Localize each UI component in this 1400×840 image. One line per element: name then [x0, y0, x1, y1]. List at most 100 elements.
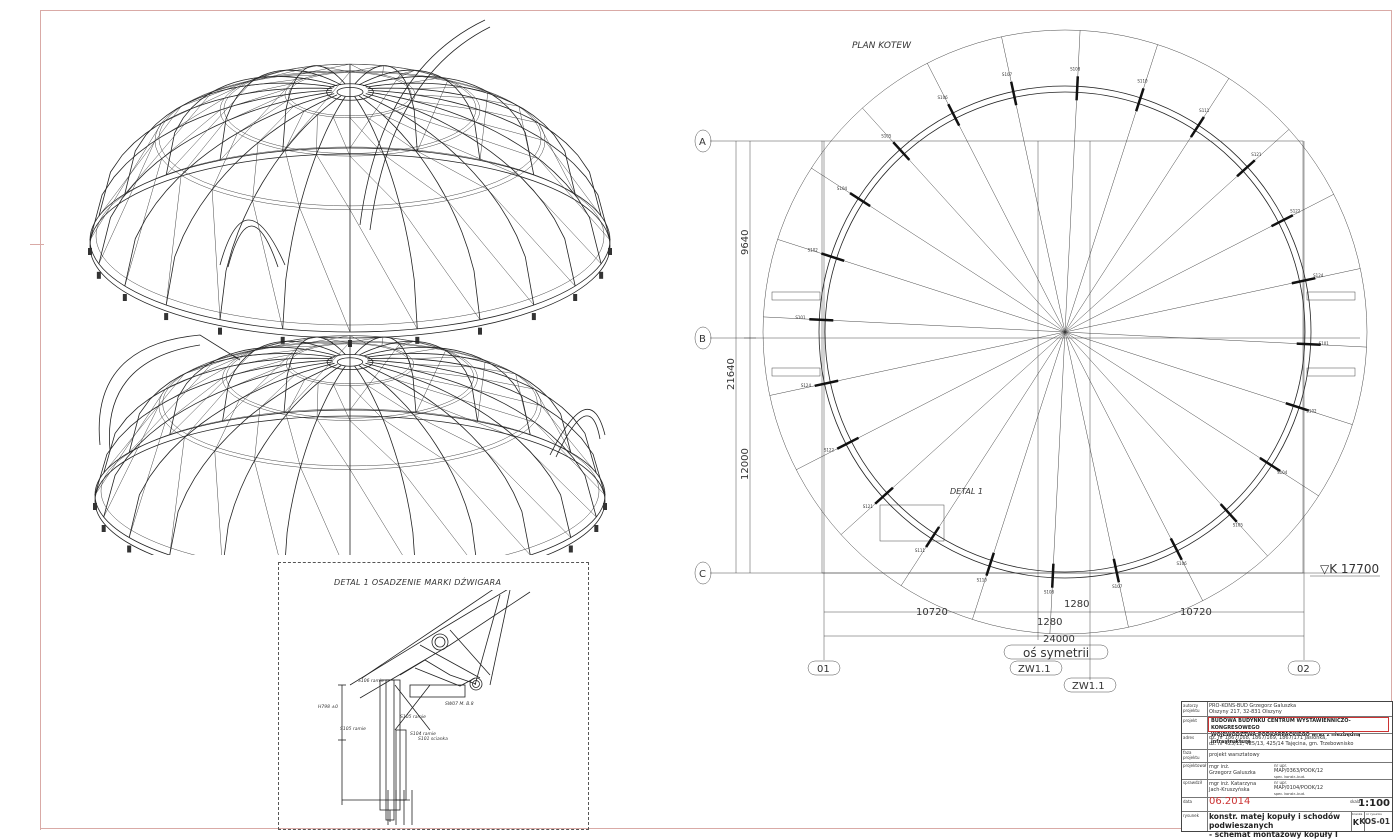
detail-1-frame — [278, 562, 589, 830]
dome-brace — [316, 114, 318, 155]
dome-anchor-foot — [127, 545, 132, 553]
dome-brace — [300, 335, 351, 345]
dome-brace — [395, 70, 416, 79]
dome-brace — [124, 158, 162, 287]
tb-address-line2: dz. nr 425/12, 425/13, 425/14 Tajęcina, … — [1209, 741, 1354, 747]
dome-brace — [441, 142, 519, 176]
dome-rib — [165, 76, 338, 175]
plan-anchor-tag: S124 — [1313, 273, 1324, 278]
plan-anchor-tag: S121 — [1251, 152, 1262, 157]
tb-checker-lic2: MAP/0104/POOK/12 — [1274, 785, 1324, 791]
dome-brace — [395, 379, 461, 400]
dome-brace — [214, 341, 287, 361]
tb-branch-label: branża — [1352, 812, 1363, 816]
dome-brace — [400, 70, 416, 75]
dome-brace — [184, 388, 228, 438]
dome-brace — [316, 419, 351, 470]
dome-brace — [366, 116, 416, 151]
dome-brace — [349, 209, 418, 329]
dome-anchor-foot — [568, 545, 573, 553]
dim-left: 10720 — [916, 607, 948, 618]
dome-rib — [222, 340, 342, 422]
dome-brace — [479, 91, 489, 161]
dome-anchor-foot — [594, 524, 599, 532]
plan-anchor-mark — [1285, 401, 1310, 412]
detail-tag-3: S105 ramie — [340, 726, 366, 732]
dim-overall-vertical: 21640 — [726, 358, 737, 390]
zw-label-right: ZW1.1 — [1072, 681, 1105, 692]
plan-radial — [1064, 219, 1285, 333]
tb-checker-line2: Jach-Kruszyńska — [1209, 787, 1250, 793]
detail-tag-5: S101 scianka — [418, 736, 448, 742]
dome-brace — [541, 405, 597, 474]
tb-designer-lic1: nr upr. — [1274, 763, 1288, 768]
tb-project-line2: WOJEWÓDZTWA PODKARPACKIEGO wraz z niezbę… — [1211, 732, 1361, 745]
plan-anchor-mark — [814, 379, 839, 388]
grid-label-02: 02 — [1297, 664, 1310, 675]
dome-rib — [219, 95, 342, 320]
dome-brace — [381, 337, 384, 346]
plan-anchor-mark — [836, 436, 860, 450]
dim-center-b: 1280 — [1037, 617, 1062, 628]
plan-radial — [882, 331, 1066, 498]
tb-no-label: nr rysunku — [1366, 812, 1383, 816]
dome-isometric-top — [88, 19, 612, 347]
plan-radial — [845, 331, 1066, 445]
plan-radial — [1013, 91, 1066, 333]
dome-brace — [254, 460, 279, 555]
dome-brace — [412, 86, 463, 90]
plan-anchor-mark — [892, 141, 911, 161]
plan-anchor-tag: S110 — [1137, 79, 1148, 84]
dome-brace — [414, 94, 476, 99]
dome-crown — [326, 353, 374, 371]
dome-brace — [366, 384, 414, 416]
plan-anchor-mark — [1134, 87, 1145, 112]
dome-brace — [399, 341, 414, 345]
tb-authors-line2: Olszyny 217, 32-831 Olszyny — [1209, 709, 1282, 715]
plan-grid-frame — [821, 140, 1304, 574]
detail-1-title: DETAL 1 OSADZENIE MARKI DŹWIGARA — [334, 578, 502, 587]
dome-anchor-foot — [164, 313, 169, 321]
plan-anchor-mark — [1050, 563, 1055, 588]
plan-anchor-mark — [947, 103, 961, 127]
dome-rib — [94, 359, 333, 496]
dome-brace — [349, 74, 401, 149]
dome-rib — [282, 65, 346, 152]
plan-radial — [989, 331, 1066, 567]
plan-anchor-mark — [1075, 76, 1080, 101]
grid-bubble-c — [694, 561, 712, 585]
tb-date-label: data — [1183, 799, 1193, 804]
plan-anchor-mark — [1236, 159, 1256, 178]
anchor-plan: S101S102S104S105S106S107S108S110S111S121… — [694, 29, 1380, 693]
fold-mark — [30, 244, 44, 245]
dome-brace — [212, 70, 286, 93]
sheet-border-right — [1391, 10, 1392, 830]
dome-rib — [367, 91, 602, 264]
tb-checker-line1: mgr inż. Katarzyna — [1209, 781, 1257, 787]
plan-anchor-tag: S111 — [915, 548, 926, 553]
dome-brace — [349, 343, 400, 411]
dome-brace — [411, 356, 461, 360]
dome-rib — [362, 94, 535, 306]
dome-brace — [284, 110, 305, 151]
plan-anchor-tag: S101 — [1319, 341, 1330, 346]
dome-brace — [412, 100, 481, 111]
plan-anchor-tag: S108 — [1044, 590, 1055, 595]
plan-anchor-tag: S108 — [1070, 66, 1081, 71]
dome-brace — [226, 364, 287, 390]
plan-anchor-tag: S124 — [801, 383, 812, 388]
plan-anchor-tag: S104 — [837, 186, 848, 191]
grid-bubble-01 — [807, 660, 841, 676]
dome-brace — [518, 106, 535, 175]
dome-rib — [367, 361, 597, 518]
dome-rib — [169, 346, 338, 435]
dome-brace — [222, 343, 301, 422]
tb-address-label: adres — [1183, 735, 1195, 740]
plan-anchor-tag: S105 — [881, 134, 892, 139]
tb-authors-line1: PRO-KONS-BUD Grzegorz Galuszka — [1209, 703, 1297, 709]
plan-anchor-tag: S102 — [808, 248, 819, 253]
dome-brace — [473, 388, 542, 406]
dome-rib — [98, 87, 333, 217]
plan-radial — [1064, 86, 1078, 333]
dome-crown-inner — [336, 87, 364, 98]
